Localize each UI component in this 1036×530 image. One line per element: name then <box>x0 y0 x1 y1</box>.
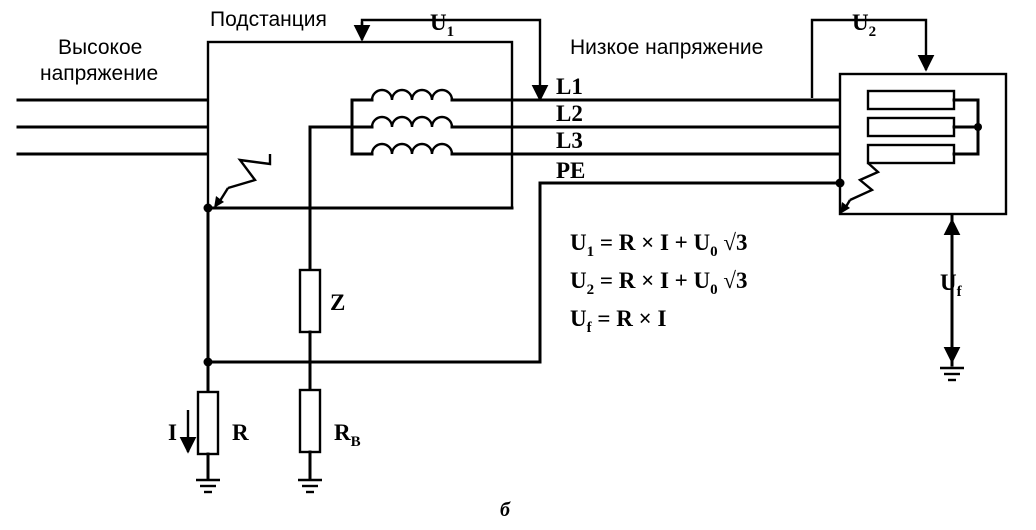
hv-fault-arrow-icon <box>214 154 272 208</box>
impedance-z <box>298 268 322 392</box>
ground-icon-rb <box>298 478 322 494</box>
l2-label: L2 <box>556 101 583 126</box>
u1-voltage-bracket <box>353 18 549 102</box>
u2-label: U2 <box>852 10 876 40</box>
uf-label: Uf <box>940 270 963 300</box>
low-voltage-label: Низкое напряжение <box>570 36 763 59</box>
equation-u1: U1 = R × I + U0 √3 <box>570 230 748 260</box>
high-voltage-label-2: напряжение <box>40 62 158 85</box>
load-fault-arrow-icon <box>840 162 881 214</box>
resistor-rb <box>298 388 322 480</box>
resistor-r <box>196 360 220 480</box>
substation-label: Подстанция <box>210 8 327 31</box>
rb-label: RB <box>334 420 361 450</box>
high-voltage-label-1: Высокое <box>58 36 142 59</box>
substation-box <box>206 40 514 210</box>
equation-uf: Uf = R × I <box>570 306 666 336</box>
current-label: I <box>168 420 177 445</box>
l1-label: L1 <box>556 74 583 99</box>
z-label: Z <box>330 290 345 315</box>
l3-label: L3 <box>556 128 583 153</box>
load-resistors <box>835 89 982 188</box>
u2-voltage-bracket <box>810 18 935 98</box>
equation-u2: U2 = R × I + U0 √3 <box>570 268 748 298</box>
r-label: R <box>232 420 249 445</box>
figure-caption: б <box>500 499 511 521</box>
ground-icon-r <box>196 478 220 494</box>
pe-label: PE <box>556 158 585 183</box>
u1-label: U1 <box>430 10 454 40</box>
low-voltage-lines <box>308 98 870 272</box>
